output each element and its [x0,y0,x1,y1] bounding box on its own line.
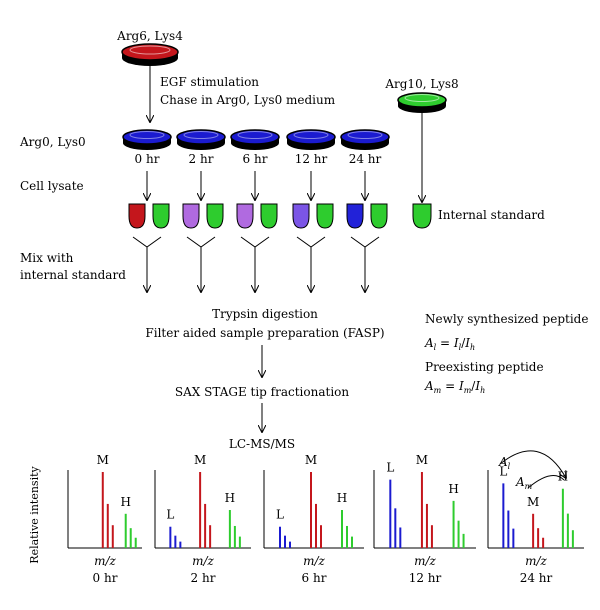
peak-label-H: H [337,491,347,505]
standard-tube-copy-1 [206,203,224,229]
time-label-2: 6 hr [243,152,268,166]
dish-highlight [237,131,273,139]
spectrum-panel-3: L M Hm/z 12 hr [373,453,476,585]
peak-label-M: M [416,453,428,467]
fasp-line: Filter aided sample preparation (FASP) [145,326,384,340]
dish-2 [230,129,280,145]
standard-tube-copy-0 [152,203,170,229]
standard-dish [397,92,447,113]
panel-time-0: 0 hr [93,571,118,585]
peak-label-M: M [305,453,317,467]
timepoint-column-3: 12 hr [286,129,336,292]
stim-line-2: Chase in Arg0, Lys0 medium [160,93,336,107]
peak-label-L: L [166,508,174,522]
sample-tube-1 [182,203,200,229]
dish-0 [122,129,172,145]
x-axis-label-4: m/z [525,554,547,568]
time-label-0: 0 hr [135,152,160,166]
row-label-dishes: Arg0, Lys0 [19,135,86,149]
panel-time-2: 6 hr [302,571,327,585]
mix-join [296,236,326,248]
dish-highlight [347,131,383,139]
lcms-line: LC-MS/MS [229,437,295,451]
ratio-annotation: Al Am [498,450,566,491]
preexisting-formula: Am = Im/Ih [424,379,485,395]
x-axis-label-0: m/z [94,554,116,568]
stim-line-1: EGF stimulation [160,75,259,89]
spectrum-panel-0: M Hm/z 0 hr [67,453,142,585]
y-axis-label: Relative intensity [28,465,41,563]
standard-dish-label: Arg10, Lys8 [384,77,458,91]
panel-time-4: 24 hr [520,571,553,585]
spectrum-panel-2: L M Hm/z 6 hr [263,453,364,585]
peak-label-M: M [194,453,206,467]
standard-tube-copy-2 [260,203,278,229]
time-label-3: 12 hr [295,152,328,166]
x-axis-label-2: m/z [303,554,325,568]
x-axis-label-3: m/z [414,554,436,568]
dish-highlight [183,131,219,139]
sample-tube-4 [346,203,364,229]
mix-join [186,236,216,248]
row-label-mix-2: internal standard [20,268,126,282]
standard-tube [412,203,432,229]
dish-3 [286,129,336,145]
row-label-mix-1: Mix with [20,251,74,265]
panel-time-3: 12 hr [409,571,442,585]
spectrum-panel-1: L M Hm/z 2 hr [154,453,251,585]
sample-tube-3 [292,203,310,229]
timepoint-column-2: 6 hr [230,129,280,292]
sample-tube-2 [236,203,254,229]
top-dish [121,43,179,66]
timepoint-column-0: 0 hr [122,129,172,292]
standard-tube-copy-3 [316,203,334,229]
peak-label-H: H [225,491,235,505]
time-label-4: 24 hr [349,152,382,166]
arc-Am [527,475,565,489]
internal-standard-label: Internal standard [438,208,545,222]
dish-4 [340,129,390,145]
mix-join [240,236,270,248]
panel-time-1: 2 hr [191,571,216,585]
peak-label-L: L [276,508,284,522]
standard-tube-copy-4 [370,203,388,229]
peak-label-L: L [499,464,507,478]
preexisting-title: Preexisting peptide [425,360,544,374]
dish-1 [176,129,226,145]
arc-Al [499,450,566,478]
trypsin-line: Trypsin digestion [212,307,318,321]
peak-label-H: H [120,495,130,509]
timepoint-columns: 0 hr 2 hr 6 hr 12 hr 24 hr [122,129,390,292]
top-dish-label: Arg6, Lys4 [116,29,183,43]
peak-label-L: L [386,461,394,475]
timepoint-column-4: 24 hr [340,129,390,292]
annot-Al: Al [498,455,511,471]
peak-label-H: H [448,482,458,496]
time-label-1: 2 hr [189,152,214,166]
mix-join [132,236,162,248]
row-label-lysate: Cell lysate [20,179,84,193]
dish-highlight [129,131,165,139]
timepoint-column-1: 2 hr [176,129,226,292]
spectra-panels: M Hm/z 0 hr L M Hm/z 2 hr L M Hm/z 6 hr L M Hm/z 12 hr… [67,453,584,585]
dish-highlight [293,131,329,139]
newly-formula: Al = Il/Ih [424,336,475,352]
newly-title: Newly synthesized peptide [425,312,588,326]
x-axis-label-1: m/z [192,554,214,568]
peak-label-M: M [97,453,109,467]
sample-tube-0 [128,203,146,229]
peak-label-M: M [527,495,539,509]
annot-Am: Am [515,475,533,491]
sax-line: SAX STAGE tip fractionation [175,385,350,399]
mix-join [350,236,380,248]
